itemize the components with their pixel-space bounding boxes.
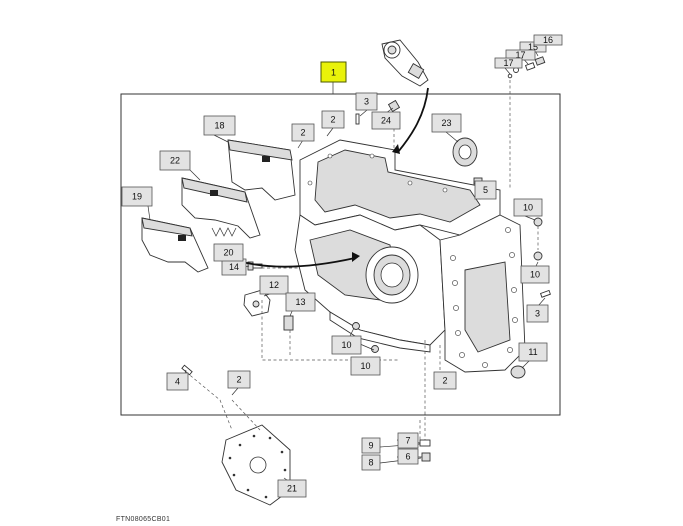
callout-3-right[interactable]: 3 bbox=[526, 304, 549, 323]
seal-11 bbox=[510, 365, 526, 379]
svg-text:8: 8 bbox=[368, 458, 373, 468]
callout-20[interactable]: 20 bbox=[213, 243, 244, 262]
svg-text:10: 10 bbox=[341, 340, 351, 350]
pin-3-right bbox=[539, 289, 551, 298]
drain-plug-assembly bbox=[419, 439, 431, 462]
plug-10-b bbox=[533, 251, 543, 261]
svg-text:20: 20 bbox=[223, 248, 233, 258]
callout-1[interactable]: 1 bbox=[320, 61, 347, 83]
callout-18[interactable]: 18 bbox=[203, 115, 236, 136]
cover-18 bbox=[227, 139, 296, 201]
callout-2-bottom-right[interactable]: 2 bbox=[433, 371, 457, 390]
cover-plate-21 bbox=[221, 424, 291, 506]
plug-10-c bbox=[352, 322, 360, 330]
svg-text:2: 2 bbox=[236, 375, 241, 385]
callout-13[interactable]: 13 bbox=[285, 292, 316, 312]
svg-text:11: 11 bbox=[528, 347, 537, 357]
callout-2-bottom-left[interactable]: 2 bbox=[227, 370, 251, 389]
callout-21[interactable]: 21 bbox=[277, 479, 307, 498]
cover-22 bbox=[181, 177, 261, 239]
callout-10-lower[interactable]: 10 bbox=[350, 356, 381, 376]
svg-text:9: 9 bbox=[368, 441, 373, 451]
callout-2-top[interactable]: 2 bbox=[321, 110, 345, 129]
svg-text:22: 22 bbox=[170, 156, 180, 166]
svg-text:10: 10 bbox=[530, 270, 540, 280]
callout-17-lower[interactable]: 17 bbox=[494, 57, 523, 69]
plug-24 bbox=[387, 99, 401, 113]
svg-text:17: 17 bbox=[515, 50, 525, 60]
seal-23 bbox=[452, 137, 478, 167]
plug-10-a bbox=[533, 217, 543, 227]
svg-text:12: 12 bbox=[269, 280, 279, 290]
callout-4[interactable]: 4 bbox=[166, 372, 189, 391]
bolt-hole-row bbox=[450, 227, 518, 368]
callout-22[interactable]: 22 bbox=[159, 150, 191, 171]
svg-text:16: 16 bbox=[543, 35, 553, 45]
svg-text:5: 5 bbox=[483, 185, 488, 195]
svg-text:14: 14 bbox=[229, 262, 239, 272]
valve-13 bbox=[283, 315, 294, 331]
svg-text:3: 3 bbox=[535, 309, 540, 319]
svg-text:3: 3 bbox=[364, 97, 369, 107]
svg-text:10: 10 bbox=[523, 203, 533, 213]
svg-text:2: 2 bbox=[330, 115, 335, 125]
svg-text:24: 24 bbox=[381, 116, 391, 126]
callout-3-top[interactable]: 3 bbox=[355, 92, 378, 111]
dashed-alignment-lines bbox=[185, 80, 539, 440]
callout-8[interactable]: 8 bbox=[361, 454, 381, 471]
callout-10-right-top[interactable]: 10 bbox=[513, 198, 543, 217]
callout-7[interactable]: 7 bbox=[397, 432, 419, 449]
callout-labels: 1 2 2 2 2 3 3 4 bbox=[121, 34, 563, 498]
callout-23[interactable]: 23 bbox=[431, 113, 462, 133]
callout-6[interactable]: 6 bbox=[397, 448, 419, 465]
callout-24[interactable]: 24 bbox=[371, 111, 401, 130]
svg-text:23: 23 bbox=[441, 118, 451, 128]
svg-text:15: 15 bbox=[528, 42, 538, 52]
callout-19[interactable]: 19 bbox=[121, 186, 153, 207]
svg-text:2: 2 bbox=[300, 128, 305, 138]
svg-text:6: 6 bbox=[405, 452, 410, 462]
callout-5[interactable]: 5 bbox=[474, 180, 497, 200]
svg-text:1: 1 bbox=[331, 68, 336, 78]
top-fitting-assembly bbox=[381, 39, 429, 87]
svg-text:7: 7 bbox=[405, 436, 410, 446]
callout-2-top-left[interactable]: 2 bbox=[291, 123, 315, 142]
svg-text:2: 2 bbox=[442, 376, 447, 386]
svg-text:21: 21 bbox=[287, 484, 297, 494]
figure-reference-code: FTN08065CB01 bbox=[116, 516, 171, 523]
callout-9[interactable]: 9 bbox=[361, 437, 381, 454]
svg-text:18: 18 bbox=[214, 121, 224, 131]
callout-11[interactable]: 11 bbox=[518, 342, 548, 362]
svg-text:17: 17 bbox=[503, 58, 513, 68]
svg-text:19: 19 bbox=[132, 192, 142, 202]
callout-10-center[interactable]: 10 bbox=[331, 335, 362, 355]
breather-fittings bbox=[507, 56, 546, 79]
spring-20 bbox=[211, 227, 237, 237]
transmission-housing bbox=[294, 139, 526, 373]
cover-19 bbox=[141, 217, 209, 273]
pin-3-top bbox=[355, 113, 360, 125]
assembly-frame bbox=[120, 93, 561, 416]
svg-text:13: 13 bbox=[295, 297, 305, 307]
svg-text:10: 10 bbox=[360, 361, 370, 371]
callout-12[interactable]: 12 bbox=[259, 275, 289, 295]
svg-text:4: 4 bbox=[175, 377, 180, 387]
callout-10-right[interactable]: 10 bbox=[520, 265, 550, 284]
callout-16[interactable]: 16 bbox=[533, 34, 563, 46]
bracket-12 bbox=[243, 289, 271, 317]
